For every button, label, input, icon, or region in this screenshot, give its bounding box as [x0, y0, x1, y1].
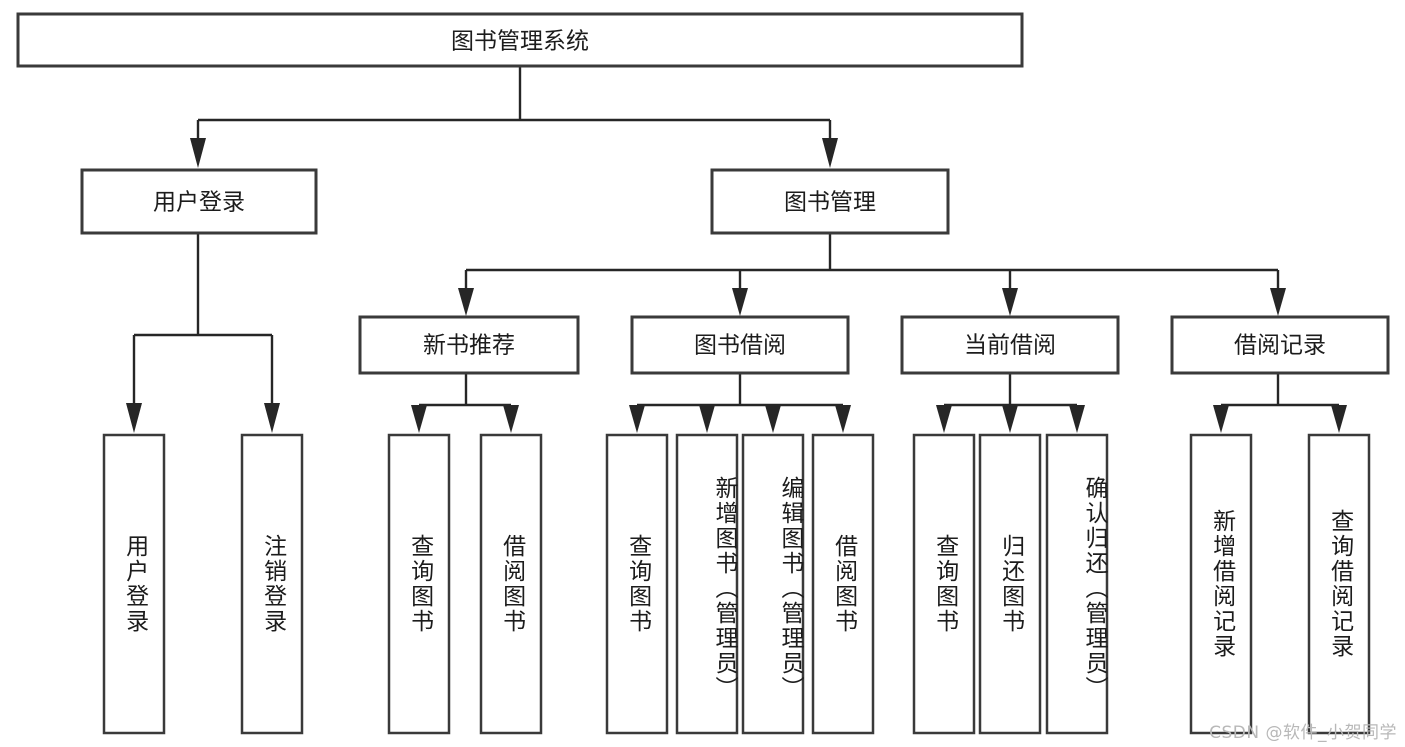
node-box-leaf-query-book-3[interactable] — [912, 433, 976, 735]
node-box-borrow-record[interactable] — [1170, 315, 1390, 375]
node-box-leaf-borrow-book-1[interactable] — [479, 433, 543, 735]
node-box-leaf-logout-login[interactable] — [240, 433, 304, 735]
arrowhead-leaf-query-book-2 — [629, 405, 645, 433]
node-label-book-manage: 图书管理 — [784, 190, 876, 216]
node-box-current-borrow[interactable] — [900, 315, 1120, 375]
arrowhead-leaf-query-book-3 — [936, 405, 952, 433]
arrowhead-leaf-confirm-return — [1069, 405, 1085, 433]
arrowhead-book-manage — [822, 138, 838, 168]
node-box-leaf-confirm-return[interactable] — [1045, 433, 1109, 735]
node-box-book-manage[interactable] — [710, 168, 950, 235]
node-box-root[interactable] — [16, 12, 1024, 68]
node-box-leaf-edit-book[interactable] — [741, 433, 805, 735]
arrowhead-book-borrow — [732, 288, 748, 316]
node-box-book-borrow[interactable] — [630, 315, 850, 375]
node-label-current-borrow: 当前借阅 — [964, 333, 1056, 359]
arrowhead-leaf-edit-book — [765, 405, 781, 433]
node-box-leaf-query-book-2[interactable] — [605, 433, 669, 735]
node-box-leaf-query-record[interactable] — [1307, 433, 1371, 735]
node-box-leaf-user-login[interactable] — [102, 433, 166, 735]
node-box-leaf-borrow-book-2[interactable] — [811, 433, 875, 735]
arrowhead-leaf-query-record — [1331, 405, 1347, 433]
connector-group-root — [190, 66, 838, 168]
connector-group-borrow-record — [1213, 373, 1347, 433]
arrowhead-leaf-borrow-book-2 — [835, 405, 851, 433]
arrowhead-leaf-logout-login — [264, 403, 280, 433]
node-label-book-borrow: 图书借阅 — [694, 333, 786, 359]
node-box-leaf-add-record[interactable] — [1189, 433, 1253, 735]
connector-group-book-manage — [458, 233, 1286, 316]
node-box-user-login[interactable] — [80, 168, 318, 235]
arrowhead-leaf-add-record — [1213, 405, 1229, 433]
arrowhead-current-borrow — [1002, 288, 1018, 316]
arrowhead-borrow-record — [1270, 288, 1286, 316]
arrowhead-user-login — [190, 138, 206, 168]
arrowhead-leaf-query-book-1 — [411, 405, 427, 433]
node-label-user-login: 用户登录 — [153, 190, 245, 216]
node-label-borrow-record: 借阅记录 — [1234, 333, 1326, 359]
connector-group-current-borrow — [936, 373, 1085, 433]
arrowhead-leaf-user-login — [126, 403, 142, 433]
node-label-root: 图书管理系统 — [451, 29, 589, 55]
node-label-new-book-recommend: 新书推荐 — [423, 333, 515, 359]
arrowhead-leaf-borrow-book-1 — [503, 405, 519, 433]
connector-group-book-borrow — [629, 373, 851, 433]
arrowhead-leaf-return-book — [1002, 405, 1018, 433]
connector-group-user-login — [126, 233, 280, 433]
node-box-leaf-add-book[interactable] — [675, 433, 739, 735]
watermark-text: CSDN @软件_小贺同学 — [1209, 723, 1397, 743]
connector-group-new-book-recommend — [411, 373, 519, 433]
node-box-leaf-return-book[interactable] — [978, 433, 1042, 735]
node-box-leaf-query-book-1[interactable] — [387, 433, 451, 735]
node-box-new-book-recommend[interactable] — [358, 315, 580, 375]
arrowhead-leaf-add-book — [699, 405, 715, 433]
arrowhead-new-book-recommend — [458, 288, 474, 316]
